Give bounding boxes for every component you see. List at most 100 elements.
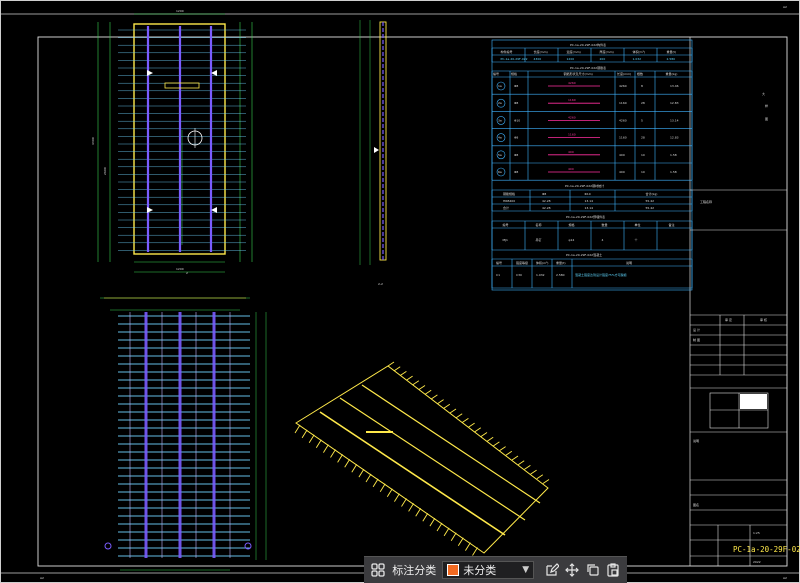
- table-cell: 200: [600, 57, 606, 61]
- table-cell: Φ8: [514, 136, 518, 140]
- iso-rebar-tooth: [406, 375, 413, 381]
- title-block: [690, 189, 787, 566]
- sheet-size-bottom: A2: [783, 576, 787, 580]
- svg-text:审 定: 审 定: [725, 317, 732, 322]
- iso-rebar-tooth: [462, 418, 469, 423]
- table-header: 编号: [503, 222, 509, 227]
- schedule-tables[interactable]: [491, 39, 693, 291]
- paste-icon[interactable]: [605, 561, 621, 579]
- table-cell: 1160: [619, 136, 627, 140]
- iso-rebar-tooth: [415, 508, 422, 517]
- iso-rebar-tooth: [424, 389, 432, 395]
- table-cell: 400: [568, 150, 574, 154]
- move-icon[interactable]: [564, 561, 580, 579]
- plan-view[interactable]: 1200 1200 4300 2600 2: [91, 9, 253, 275]
- table-title: PC-1a-20-29F-022钢材统计: [565, 183, 604, 188]
- table-cell: 1.032: [536, 273, 545, 277]
- table-cell: 1.58: [670, 170, 677, 174]
- iso-rebar-tooth: [344, 459, 351, 468]
- table-cell: 1a: [498, 84, 502, 88]
- table-header: 重量(t): [556, 260, 566, 265]
- svg-text:设 计: 设 计: [693, 327, 700, 332]
- iso-rebar-tooth: [294, 424, 301, 434]
- table-header: 宽度(mm): [567, 49, 581, 54]
- copy-icon[interactable]: [585, 561, 601, 579]
- table-header: 构件编号: [501, 49, 513, 54]
- iso-rebar-tooth: [468, 422, 475, 428]
- table-cell: 42.28: [542, 206, 551, 210]
- table-title: PC-1a-20-29F-022混凝土: [566, 252, 602, 257]
- edit-icon[interactable]: [544, 561, 560, 579]
- svg-text:图名: 图名: [693, 502, 699, 507]
- table-header: 说明: [626, 260, 632, 265]
- grid-icon[interactable]: [370, 561, 386, 579]
- iso-rebar-tooth: [393, 366, 401, 372]
- table-cell: PC-1a-20-29F-022: [501, 57, 528, 61]
- iso-rebar-tooth: [457, 537, 464, 546]
- table-cell: 4a: [498, 136, 502, 140]
- table-cell: C1: [496, 273, 500, 277]
- section-view[interactable]: 2-2: [359, 20, 387, 286]
- iso-rebar-tooth: [315, 439, 322, 448]
- drawing-frame: [37, 36, 788, 567]
- svg-text:4300: 4300: [91, 137, 95, 145]
- section-label: 2-2: [378, 282, 383, 286]
- iso-rebar-tooth: [351, 463, 358, 473]
- table-cell: 2.580: [667, 57, 676, 61]
- isometric-view[interactable]: [294, 361, 550, 556]
- iso-rebar-tooth: [386, 488, 393, 497]
- iso-rebar-tooth: [517, 460, 525, 466]
- table-cell: 吊钉: [536, 237, 542, 242]
- table-header: 钢筋形状及尺寸(mm): [564, 71, 593, 76]
- table-header: 重量(kg): [666, 71, 678, 76]
- iso-rebar-tooth: [422, 512, 429, 522]
- table-title: PC-1a-20-29F-022预埋件表: [566, 214, 605, 219]
- table-header: 强度等级: [516, 260, 528, 265]
- table-cell: 合计: [503, 205, 509, 210]
- table-cell: 5a: [498, 153, 502, 157]
- table-cell: Φ8: [514, 101, 518, 105]
- iso-rebar-tooth: [474, 427, 482, 433]
- table-cell: 55.42: [646, 206, 655, 210]
- iso-rebar-tooth: [337, 454, 343, 463]
- category-select[interactable]: 未分类 ▼: [442, 561, 535, 579]
- sheet-size-left: A2: [40, 576, 44, 580]
- table-header: 编号: [496, 260, 502, 265]
- iso-rebar-tooth: [524, 465, 531, 470]
- iso-rebar-tooth: [450, 532, 457, 542]
- table-cell: 1160: [619, 101, 627, 105]
- table-cell: 13.14: [585, 206, 594, 210]
- side-title-2: 样: [765, 103, 768, 108]
- table-header: 根数: [637, 71, 643, 76]
- iso-rebar-tooth: [431, 394, 438, 400]
- table-cell: 8: [641, 84, 643, 88]
- table-header: 名称: [536, 222, 542, 227]
- table-header: 钢筋规格: [503, 191, 515, 196]
- iso-rebar-tooth: [493, 441, 500, 447]
- svg-text:审 核: 审 核: [760, 317, 767, 322]
- table-cell: 个: [635, 238, 638, 242]
- iso-rebar-tooth: [301, 429, 308, 439]
- iso-rebar-tooth: [455, 413, 463, 419]
- table-header: 数量: [602, 222, 608, 227]
- table-cell: 10: [641, 153, 645, 157]
- table-cell: Φ8: [514, 153, 518, 157]
- table-cell: 1.032: [633, 57, 642, 61]
- table-cell: 1200: [567, 57, 575, 61]
- iso-rebar-tooth: [449, 408, 457, 414]
- table-cell: 4260: [568, 115, 576, 119]
- table-cell: 10: [641, 170, 645, 174]
- table-cell: 42.28: [542, 199, 551, 203]
- table-header: 体积(m³): [536, 260, 548, 265]
- table-header: 备注: [669, 222, 675, 227]
- iso-rebar-tooth: [308, 434, 315, 444]
- table-cell: 1160: [568, 133, 576, 137]
- table-cell: 12.83: [670, 136, 679, 140]
- rebar-view[interactable]: [100, 297, 267, 571]
- category-color-swatch: [447, 564, 460, 576]
- iso-rebar-tooth: [401, 498, 407, 507]
- table-header: 长度(mm): [534, 49, 548, 54]
- table-cell: 2.580: [556, 273, 565, 277]
- svg-text:工程名称: 工程名称: [700, 199, 712, 204]
